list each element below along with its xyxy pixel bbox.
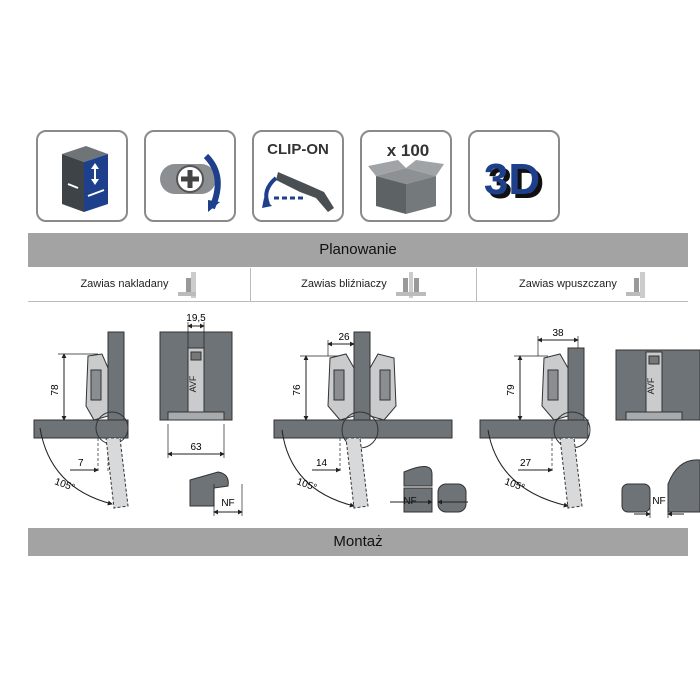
feature-icons: CLIP-ON x 100 3D 3D (36, 130, 566, 226)
inset-height-label: 79 (506, 384, 517, 396)
svg-text:AVF: AVF (188, 375, 198, 392)
overlay-angle-label: 105° (53, 476, 76, 493)
clip-on-icon: CLIP-ON (252, 130, 344, 222)
overlay-hinge-icon (177, 271, 196, 298)
pack-box-icon: x 100 (360, 130, 452, 222)
pack-quantity-label: x 100 (387, 141, 430, 160)
twin-hinge-icon (395, 271, 426, 298)
hinge-type-twin: Zawias bliźniaczy (250, 268, 476, 301)
overlay-offset-label: 7 (78, 458, 84, 469)
hinge-type-label: Zawias wpuszczany (519, 278, 617, 290)
inset-side-view: 38 79 27 105° (479, 328, 591, 509)
overlay-nf-label: NF (221, 498, 234, 509)
inset-hinge-icon (625, 271, 645, 298)
mounting-section-header: Montaż (28, 528, 688, 556)
inset-nf-label: NF (652, 496, 665, 507)
inset-front-view: AVF (615, 349, 700, 421)
svg-text:AVF: AVF (646, 377, 656, 394)
clip-on-label: CLIP-ON (267, 141, 329, 158)
inset-nf-detail: NF (621, 459, 700, 518)
overlay-nf-detail: NF (189, 471, 243, 516)
inset-width-label: 38 (552, 328, 564, 339)
hinge-type-label: Zawias nakladany (80, 278, 169, 290)
overlay-base-label: 63 (190, 442, 202, 453)
twin-angle-label: 105° (295, 476, 318, 493)
overlay-side-view: 78 7 105° (33, 331, 129, 509)
3d-label: 3D (484, 155, 540, 204)
twin-width-label: 26 (338, 332, 350, 343)
twin-nf-label: NF (403, 496, 416, 507)
inset-angle-label: 105° (503, 476, 526, 493)
hinge-type-inset: Zawias wpuszczany (476, 268, 688, 301)
overlay-front-view: AVF 19,5 63 (159, 313, 233, 458)
hinge-technical-drawings: 78 7 105° AVF 19,5 63 NF (33, 313, 700, 518)
hinge-type-label: Zawias bliźniaczy (301, 278, 387, 290)
twin-height-label: 76 (292, 384, 303, 396)
overlay-width-label: 19,5 (186, 313, 206, 324)
inset-offset-label: 27 (520, 458, 532, 469)
twin-offset-label: 14 (316, 458, 328, 469)
3d-label-shadow: 3D (488, 159, 544, 208)
hinge-type-row: Zawias nakladany Zawias bliźniaczy Zawia… (28, 268, 688, 302)
twin-nf-detail: NF (390, 466, 468, 513)
overlay-height-label: 78 (50, 384, 61, 396)
planning-section-header: Planowanie (28, 233, 688, 267)
hinge-type-overlay: Zawias nakladany (28, 268, 250, 301)
adjustment-box-icon (36, 130, 128, 222)
3d-icon: 3D 3D (468, 130, 560, 222)
cam-adjust-icon (144, 130, 236, 222)
